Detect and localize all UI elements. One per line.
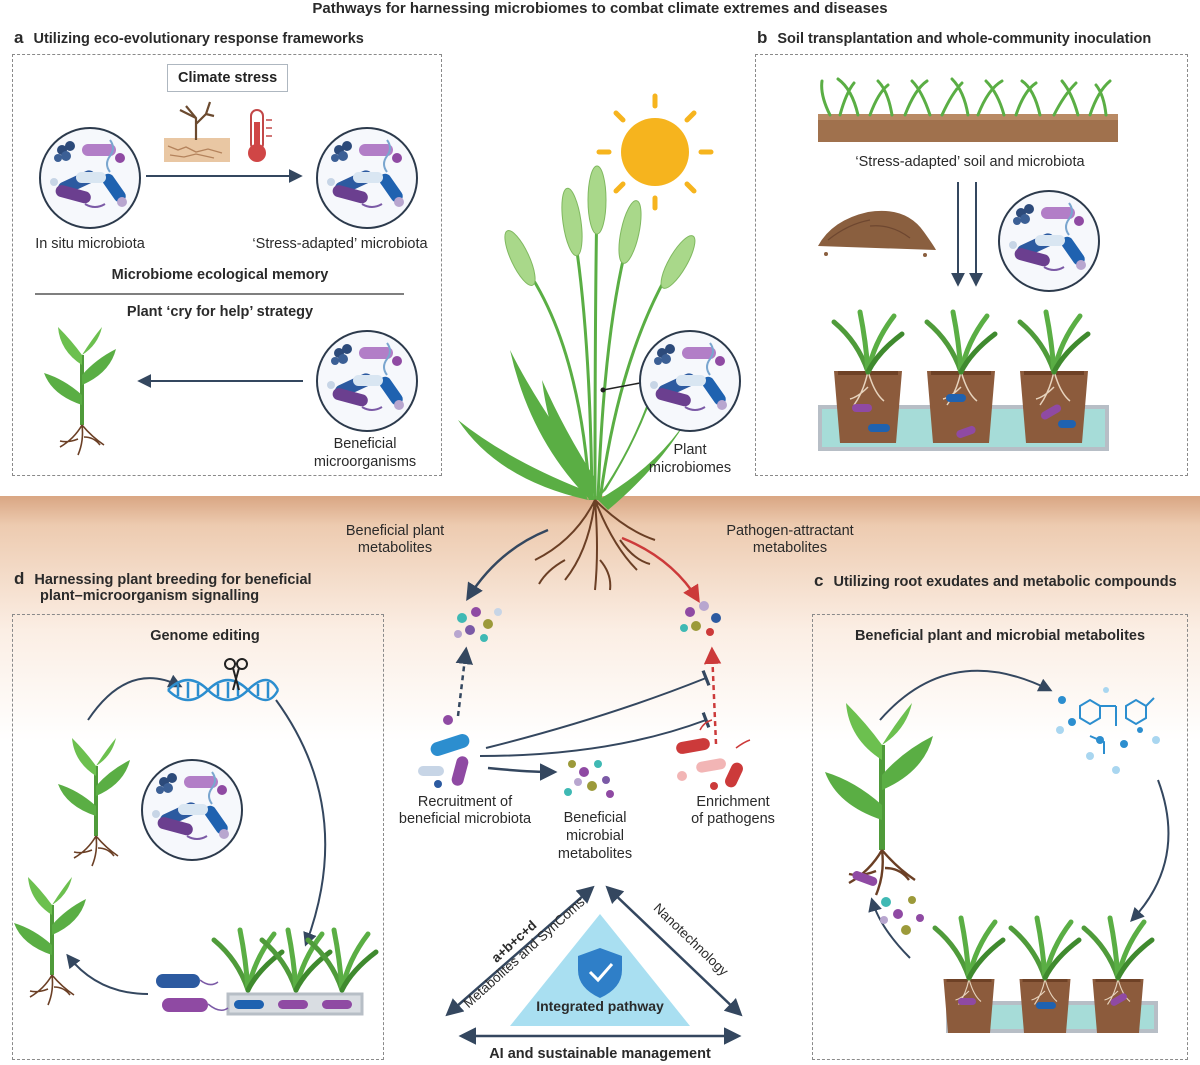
panel-c-subtitle: Beneficial plant and microbial metabolit… xyxy=(854,628,1146,644)
stress-adapted-microbiota-label: ‘Stress-adapted’ microbiota xyxy=(252,236,428,252)
thermometer-icon xyxy=(248,109,272,162)
enrichment-label-1: Enrichment xyxy=(696,794,770,810)
roots xyxy=(534,499,656,591)
pathogen-attractant-metabolites-dots xyxy=(680,601,721,636)
panel-d-heading: d Harnessing plant breeding for beneficia… xyxy=(14,569,312,589)
dna-icon xyxy=(167,678,280,702)
panel-d-frame xyxy=(12,614,384,1060)
microbial-metabolites-label-2: microbial xyxy=(565,828,624,844)
plant-microbiomes-label-1: Plant xyxy=(673,442,707,458)
panel-b-frame xyxy=(755,54,1188,476)
synthetic-microbes-icon xyxy=(156,974,229,1012)
beneficial-microorganisms-label-1: Beneficial xyxy=(333,436,397,452)
soil-band xyxy=(0,496,1200,741)
integrated-pathway-label: Integrated pathway xyxy=(536,998,664,1014)
plant-microbiomes-icon xyxy=(639,330,741,432)
plant-microbiomes-label-2: microbiomes xyxy=(648,460,732,476)
panel-a-title: Utilizing eco-evolutionary response fram… xyxy=(33,31,364,47)
beneficial-plant-metabolites-label-2: metabolites xyxy=(357,540,433,556)
panel-a-letter: a xyxy=(14,28,24,47)
microbial-metabolites-label-3: metabolites xyxy=(557,846,633,862)
enrichment-label-2: of pathogens xyxy=(691,811,775,827)
figure-title: Pathways for harnessing microbiomes to c… xyxy=(312,0,888,17)
panel-b-graphics xyxy=(818,77,1118,451)
panel-c-graphics xyxy=(825,669,1170,1034)
panel-d-title-1: Harnessing plant breeding for beneficial xyxy=(34,572,312,588)
panel-c-letter: c xyxy=(814,571,824,590)
root-cycle xyxy=(418,528,751,798)
drought-tree-icon xyxy=(164,101,230,162)
panel-a-frame xyxy=(12,54,442,476)
microbial-metabolites-dots xyxy=(564,760,614,798)
panel-d-graphics xyxy=(12,658,376,1016)
panel-a-graphics xyxy=(35,101,418,457)
genome-editing-label: Genome editing xyxy=(150,628,260,644)
ai-sustainable-label: AI and sustainable management xyxy=(489,1046,711,1062)
integrated-triangle xyxy=(445,885,743,1045)
stress-adapted-soil-label: ‘Stress-adapted’ soil and microbiota xyxy=(855,154,1085,170)
recruitment-label-1: Recruitment of xyxy=(417,794,513,810)
recruitment-label-2: beneficial microbiota xyxy=(398,811,532,827)
pathogen-icon xyxy=(676,719,751,790)
sun-icon xyxy=(596,93,714,211)
in-situ-microbiota-label: In situ microbiota xyxy=(35,236,145,252)
panel-b-heading: b Soil transplantation and whole-communit… xyxy=(757,28,1151,48)
panel-d-letter: d xyxy=(14,569,25,588)
panel-b-title: Soil transplantation and whole-community… xyxy=(777,31,1152,47)
scissors-icon xyxy=(224,658,248,691)
beneficial-microorganisms-label-2: microorganisms xyxy=(313,454,417,470)
cry-for-help-label: Plant ‘cry for help’ strategy xyxy=(126,304,314,320)
wheat-plant xyxy=(458,165,698,591)
microbial-metabolites-label-1: Beneficial xyxy=(563,810,627,826)
panel-d-title-2: plant–microorganism signalling xyxy=(40,588,260,604)
beneficial-plant-metabolites-label-1: Beneficial plant xyxy=(345,523,445,539)
panel-c-heading: c Utilizing root exudates and metabolic c… xyxy=(814,571,1177,591)
metabolite-compounds-icon xyxy=(1079,697,1155,754)
pathogen-attractant-label-2: metabolites xyxy=(752,540,828,556)
panel-c-frame xyxy=(812,614,1188,1060)
panel-b-letter: b xyxy=(757,28,768,47)
climate-stress-label: Climate stress xyxy=(167,64,289,92)
pathogen-attractant-label-1: Pathogen-attractant xyxy=(726,523,854,539)
beneficial-plant-metabolites-dots xyxy=(454,607,502,642)
panel-c-title: Utilizing root exudates and metabolic co… xyxy=(833,574,1177,590)
beneficial-microbiota-icon xyxy=(418,715,470,788)
shield-check-icon xyxy=(578,948,622,998)
panel-a-heading: a Utilizing eco-evolutionary response fra… xyxy=(14,28,364,48)
microbiome-memory-label: Microbiome ecological memory xyxy=(111,267,329,283)
